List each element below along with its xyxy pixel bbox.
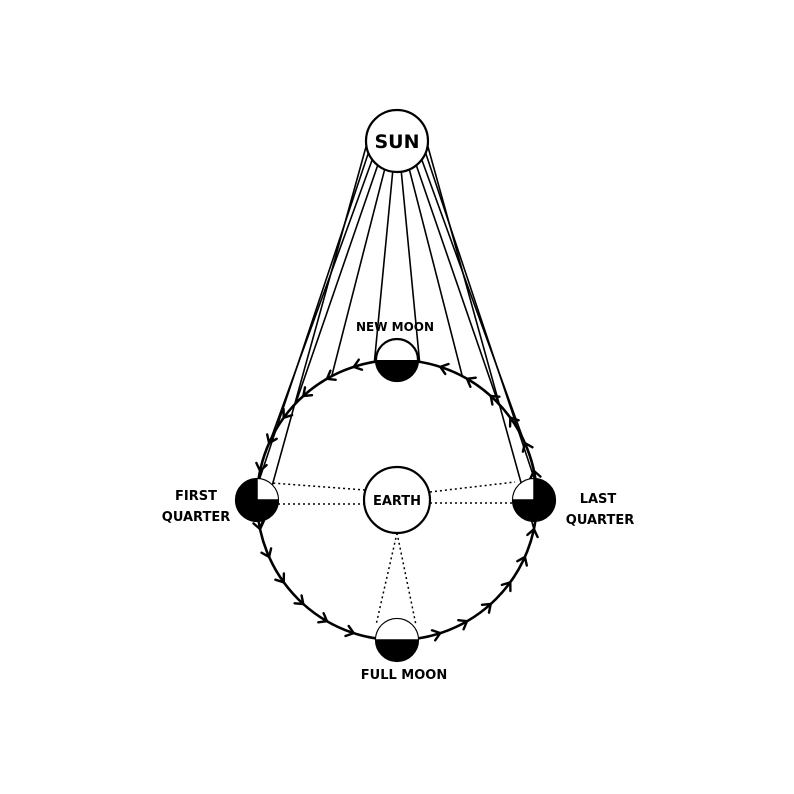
full-moon-lit-half (376, 619, 418, 640)
orbit-arrow (325, 369, 337, 381)
last-quarter-moon: LAST QUARTER (511, 477, 634, 528)
orbit-arrow (317, 612, 329, 624)
new-moon: NEW MOON (356, 320, 434, 383)
orbit-arrow (274, 572, 286, 584)
sun-ray (407, 166, 464, 377)
sun-ray (400, 168, 421, 362)
orbit-arrow (430, 629, 442, 642)
full-moon: FULL MOON (361, 617, 447, 683)
new-moon-label: NEW MOON (356, 320, 434, 334)
sight-lines (271, 481, 516, 626)
earth-label: EARTH (373, 494, 421, 509)
orbit-arrow (480, 602, 492, 614)
orbit-arrow (255, 461, 268, 473)
first-quarter-moon: FIRST QUARTER (162, 477, 280, 525)
sun-ray (373, 168, 394, 362)
sun-ray (294, 163, 380, 404)
sun-ray (269, 158, 374, 441)
last-quarter-lit-quadrant (513, 479, 534, 500)
sight-line-full-moon-left (375, 532, 398, 626)
first-quarter-lit-quadrant (257, 479, 278, 500)
first-quarter-label-line2: QUARTER (162, 510, 230, 525)
sun-circle (364, 108, 430, 174)
orbit-arrow (500, 581, 512, 593)
last-quarter-label-line2: QUARTER (566, 513, 634, 528)
orbit-arrow (508, 416, 520, 428)
sun-label: SUN (374, 131, 419, 153)
first-quarter-label-line1: FIRST (175, 489, 217, 504)
orbit-arrow (529, 469, 542, 480)
orbit-direction-arrows (252, 358, 542, 642)
sight-line-full-moon-right (396, 532, 417, 626)
sun-ray (414, 163, 500, 404)
sun-rays (257, 145, 537, 530)
orbit-arrow (489, 394, 501, 406)
sun: SUN (364, 108, 430, 174)
sight-line-last-quarter-top (429, 481, 516, 493)
orbit-arrow (457, 619, 469, 631)
full-moon-label: FULL MOON (361, 668, 447, 683)
orbit-arrow (282, 407, 294, 419)
earth-circle (362, 465, 432, 535)
orbit-arrow (266, 433, 278, 445)
orbit-arrow (352, 358, 364, 371)
sun-ray (420, 158, 525, 441)
orbit-arrow (293, 594, 305, 606)
orbit-arrow (516, 555, 528, 567)
new-moon-dark-half (376, 360, 418, 381)
orbit-arrow (344, 624, 355, 638)
orbit-arrow (252, 520, 265, 531)
orbit-arrow (439, 362, 450, 376)
orbit-arrow (521, 441, 534, 453)
orbit-arrow (302, 386, 314, 398)
sun-ray (426, 145, 535, 530)
sun-ray (330, 166, 387, 377)
orbit-arrow (260, 547, 273, 559)
sight-line-first-quarter-top (271, 482, 366, 491)
orbit-arrow (465, 376, 477, 388)
earth: EARTH (362, 465, 432, 535)
sun-ray (259, 145, 368, 530)
orbit-arrow (526, 527, 539, 539)
last-quarter-label-line1: LAST (580, 492, 617, 507)
